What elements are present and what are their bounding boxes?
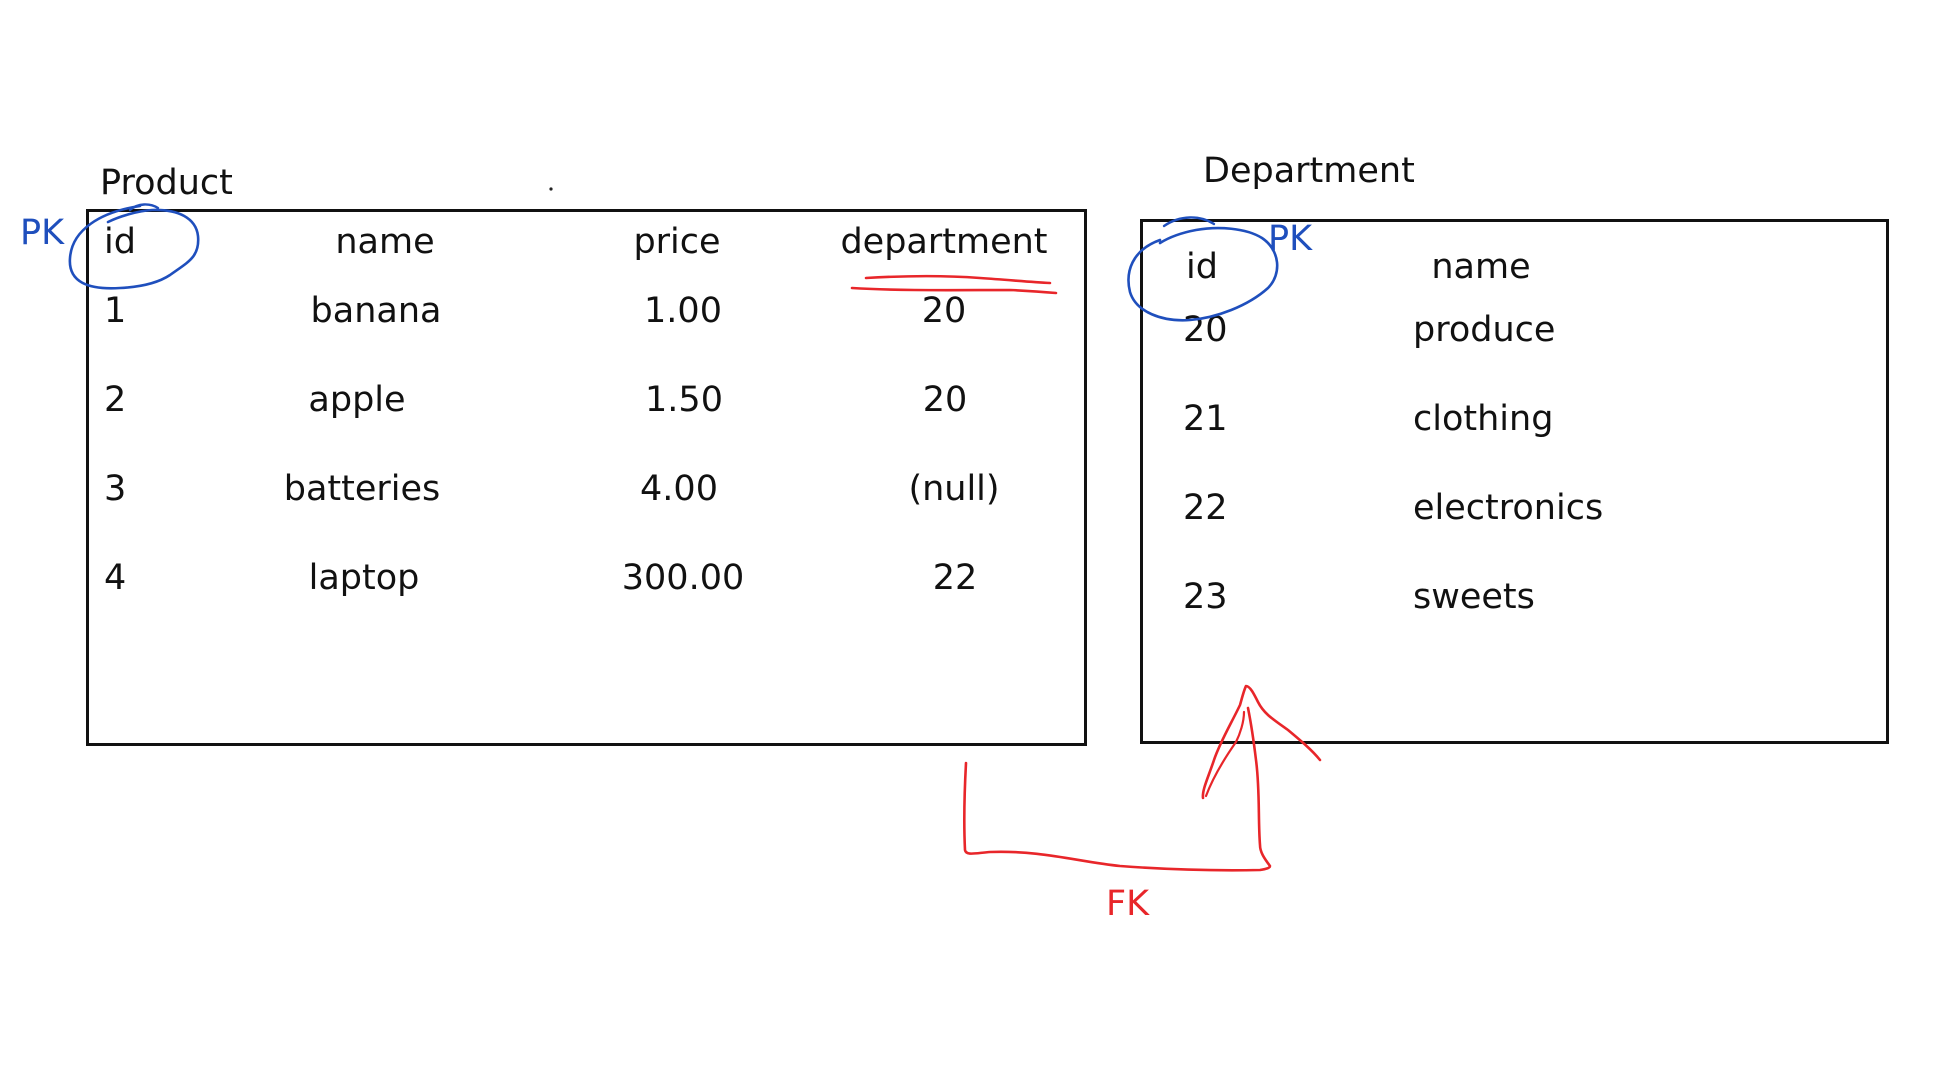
- department-row-4-name: sweets: [1413, 577, 1535, 617]
- product-header-id: id: [104, 222, 136, 262]
- product-row-2-name: apple: [308, 380, 406, 420]
- product-row-3-price: 4.00: [640, 469, 718, 509]
- product-table: [86, 209, 1087, 746]
- product-row-2-department: 20: [922, 380, 968, 420]
- stray-dot: [549, 187, 553, 191]
- department-row-4-id: 23: [1183, 577, 1228, 617]
- product-table-title: Product: [100, 163, 233, 203]
- product-row-1-id: 1: [104, 291, 127, 331]
- department-table: [1140, 219, 1889, 744]
- product-row-4-id: 4: [104, 558, 127, 598]
- product-header-price: price: [633, 222, 721, 262]
- department-row-2-name: clothing: [1413, 399, 1554, 439]
- product-row-1-name: banana: [310, 291, 442, 331]
- product-row-3-name: batteries: [283, 469, 441, 509]
- product-row-4-name: laptop: [308, 558, 420, 598]
- product-row-1-department: 20: [921, 291, 967, 331]
- product-row-2-id: 2: [104, 380, 127, 420]
- product-row-2-price: 1.50: [645, 380, 723, 420]
- product-row-1-price: 1.00: [644, 291, 722, 331]
- product-row-4-department: 22: [932, 558, 978, 598]
- department-row-1-name: produce: [1413, 310, 1556, 350]
- product-row-4-price: 300.00: [621, 558, 745, 598]
- department-pk-label: PK: [1268, 219, 1313, 259]
- department-table-title: Department: [1203, 151, 1415, 191]
- department-row-3-id: 22: [1183, 488, 1228, 528]
- product-row-3-department: (null): [908, 469, 1000, 509]
- department-row-3-name: electronics: [1413, 488, 1604, 528]
- product-pk-label: PK: [20, 213, 65, 253]
- product-header-name: name: [335, 222, 435, 262]
- department-row-1-id: 20: [1183, 310, 1228, 350]
- fk-label: FK: [1106, 884, 1150, 924]
- product-header-department: department: [840, 222, 1048, 262]
- department-header-name: name: [1431, 247, 1531, 287]
- product-row-3-id: 3: [104, 469, 127, 509]
- department-header-id: id: [1186, 247, 1218, 287]
- department-row-2-id: 21: [1183, 399, 1228, 439]
